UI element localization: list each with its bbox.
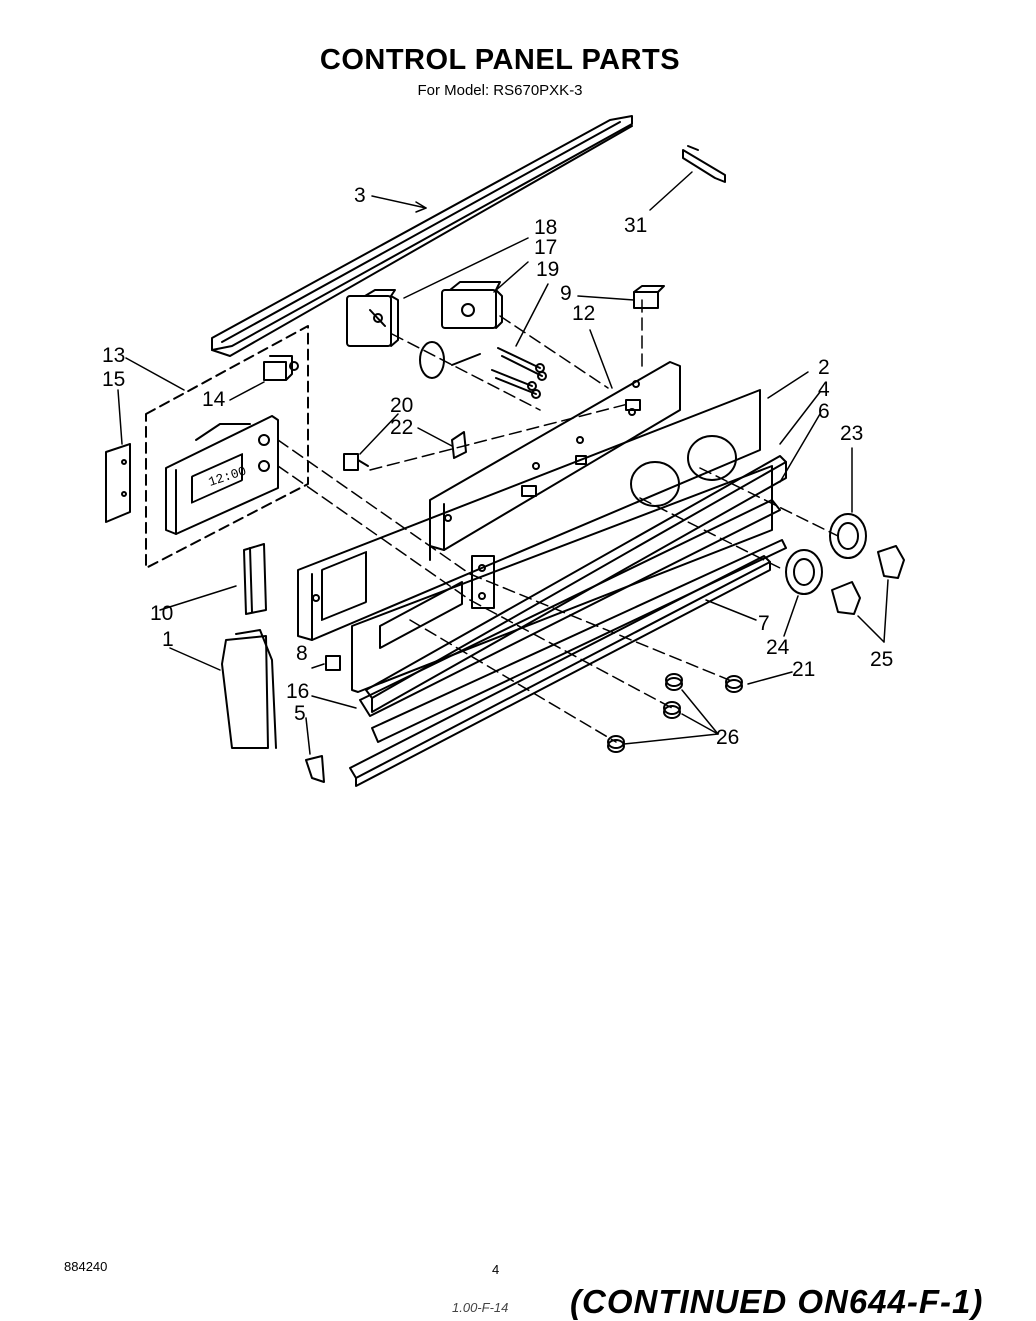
callout-25: 25 <box>870 648 893 671</box>
part-8-cap <box>325 655 341 671</box>
callout-18: 18 <box>534 216 557 239</box>
callout-1: 1 <box>162 628 174 651</box>
part-21-grommet <box>725 675 743 693</box>
part-18-switch <box>346 289 399 347</box>
doc-number: 884240 <box>64 1259 108 1274</box>
callout-21: 21 <box>792 658 815 681</box>
leader-arrows <box>117 171 889 755</box>
part-24-knob-bezel <box>785 549 823 595</box>
callout-22: 22 <box>390 416 413 439</box>
part-15-bracket <box>105 443 131 523</box>
callout-3: 3 <box>354 184 366 207</box>
part-17-switch <box>441 281 503 329</box>
part-2-main-panel <box>297 389 761 641</box>
callout-20: 20 <box>390 394 413 417</box>
callout-31: 31 <box>624 214 647 237</box>
clock-assembly-outline <box>145 325 309 569</box>
pin <box>451 353 481 366</box>
part-13-clock-assembly <box>165 415 279 535</box>
continued-note: (CONTINUED ON644-F-1) <box>570 1283 984 1320</box>
part-23-knob-bezel <box>829 513 867 559</box>
part-26-grommets <box>607 673 683 753</box>
part-9-clip <box>633 285 665 309</box>
callout-16: 16 <box>286 680 309 703</box>
callout-7: 7 <box>758 612 770 635</box>
part-1-end-cap <box>221 629 277 749</box>
page-title: CONTROL PANEL PARTS <box>319 44 681 76</box>
page-number: 4 <box>492 1262 500 1277</box>
part-4-trim-rail <box>365 455 787 713</box>
part-6-display-panel <box>351 465 773 693</box>
part-10-bracket <box>243 543 267 615</box>
callout-13: 13 <box>102 344 125 367</box>
ring-gasket <box>419 341 445 379</box>
callout-24: 24 <box>766 636 790 659</box>
handwritten-note: 1.00-F-14 <box>452 1300 509 1315</box>
callout-23: 23 <box>840 422 863 445</box>
part-19-wire-terminals <box>491 347 547 399</box>
part-25-knobs <box>831 545 905 615</box>
model-subtitle: For Model: RS670PXK-3 <box>417 82 583 99</box>
part-5-end-piece <box>305 755 325 783</box>
callout-6: 6 <box>818 400 830 423</box>
part-20-switch <box>343 453 369 471</box>
callout-10: 10 <box>150 602 173 625</box>
part-16-front-strip <box>359 499 781 717</box>
callout-8: 8 <box>296 642 308 665</box>
callout-17: 17 <box>534 236 557 259</box>
callout-5: 5 <box>294 702 306 725</box>
callout-19: 19 <box>536 258 559 281</box>
callout-9: 9 <box>560 282 572 305</box>
callout-15: 15 <box>102 368 125 391</box>
callout-14: 14 <box>202 388 226 411</box>
callout-12: 12 <box>572 302 595 325</box>
callout-26: 26 <box>716 726 739 749</box>
assembly-lines <box>277 299 839 743</box>
part-7-lower-trim <box>349 539 787 787</box>
callout-2: 2 <box>818 356 830 379</box>
part-3-top-trim <box>211 115 633 357</box>
callout-labels: 3 31 18 17 19 9 12 13 15 14 20 22 2 4 6 … <box>102 184 893 749</box>
part-14-connector <box>263 355 299 381</box>
part-22-clip <box>451 431 467 459</box>
callout-4: 4 <box>818 378 830 401</box>
part-31-bracket <box>682 145 726 183</box>
part-12-switch-plate <box>429 361 681 551</box>
